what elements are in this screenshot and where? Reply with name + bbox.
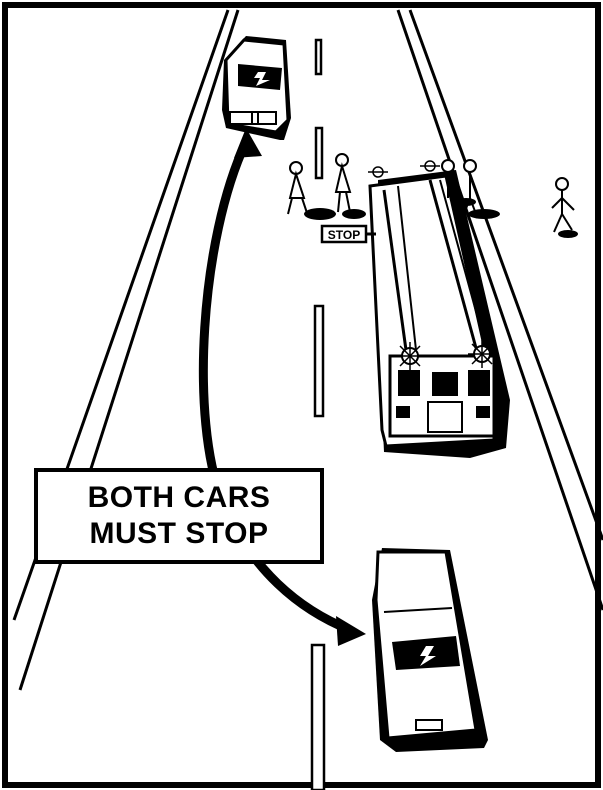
center-line [312, 40, 324, 790]
stop-sign-label: STOP [328, 228, 360, 242]
stop-arrow [203, 128, 366, 646]
lane-dash [316, 128, 322, 178]
road [14, 10, 603, 690]
caption-box: BOTH CARS MUST STOP [34, 468, 324, 564]
arrow-head-down [336, 616, 366, 646]
school-bus [368, 161, 510, 458]
pedestrian [288, 162, 336, 220]
pedestrian [552, 178, 578, 238]
near-car [372, 548, 488, 752]
pedestrian [464, 160, 500, 219]
lane-dash [312, 645, 324, 790]
far-car [222, 36, 291, 140]
caption-line-1: BOTH CARS [88, 480, 271, 516]
lane-dash [316, 40, 321, 74]
pedestrian [336, 154, 366, 219]
lane-dash [315, 306, 323, 416]
caption-line-2: MUST STOP [90, 516, 269, 552]
